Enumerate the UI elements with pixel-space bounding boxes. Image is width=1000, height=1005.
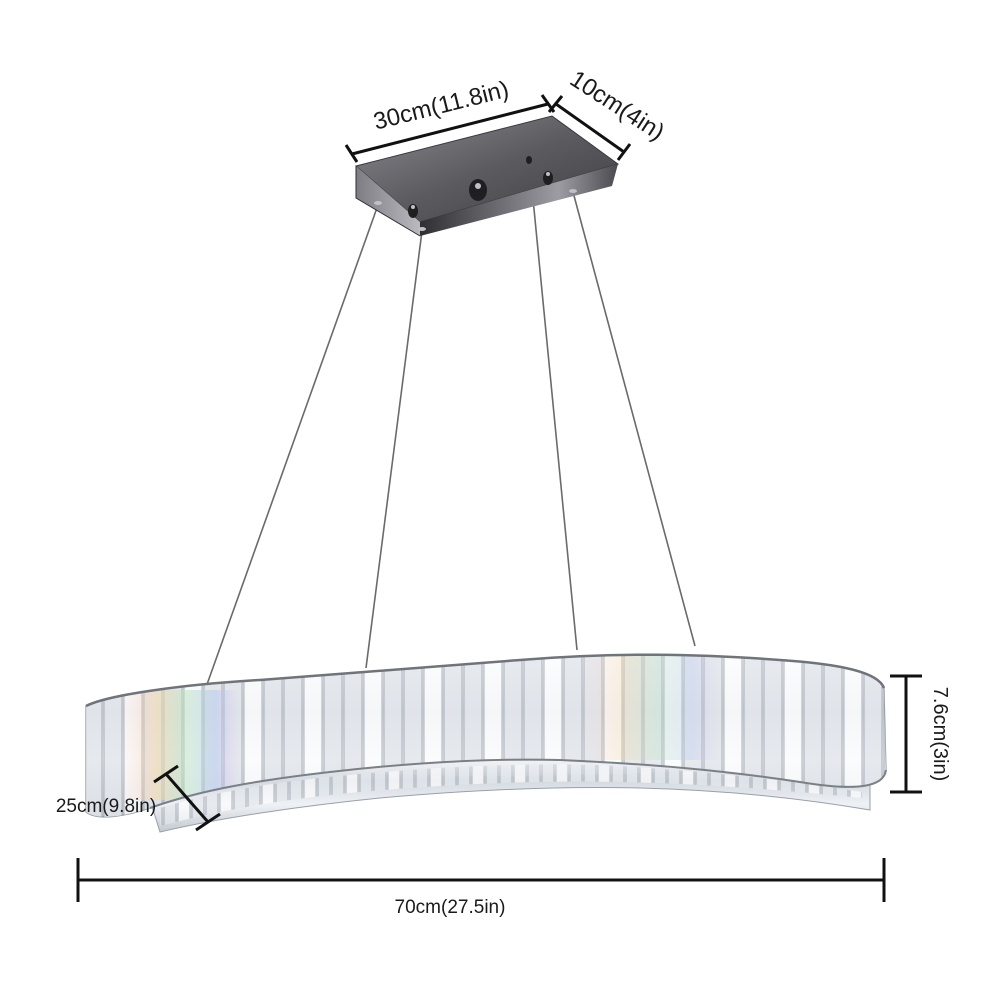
fixture-height-label: 7.6cm(3in) — [929, 687, 951, 781]
suspension-wire — [365, 230, 423, 669]
crystal-facet — [803, 654, 823, 817]
crystal-facet — [363, 654, 383, 817]
suspension-wires — [204, 167, 696, 691]
suspension-wire — [572, 191, 696, 647]
crystal-facet — [443, 654, 463, 817]
crystal-facet — [483, 654, 503, 817]
crystal-facet — [543, 654, 563, 817]
ceiling-canopy — [354, 115, 620, 237]
crystal-facet — [523, 654, 543, 817]
fixture-depth-label: 25cm(9.8in) — [56, 796, 156, 817]
crystal-facet — [503, 654, 523, 817]
dimension-lines — [76, 94, 922, 902]
crystal-facet — [423, 654, 443, 817]
crystal-facet — [863, 654, 883, 817]
crystal-facet — [883, 654, 886, 817]
crystal-facet — [463, 654, 483, 817]
suspension-wire — [529, 167, 578, 651]
crystal-ring — [85, 653, 887, 833]
crystal-facet — [243, 654, 263, 817]
crystal-facet — [263, 654, 283, 817]
crystal-facet — [563, 654, 583, 817]
crystal-facet — [743, 654, 763, 817]
crystal-facet — [783, 654, 803, 817]
crystal-facet — [723, 654, 743, 817]
canopy-length-label: 30cm(11.8in) — [371, 76, 512, 136]
crystal-facet — [763, 654, 783, 817]
crystal-facet — [823, 654, 843, 817]
canopy-width-label: 10cm(4in) — [565, 65, 669, 146]
crystal-facet — [843, 654, 863, 817]
fixture-length-label: 70cm(27.5in) — [395, 897, 506, 918]
suspension-wire — [204, 204, 379, 691]
